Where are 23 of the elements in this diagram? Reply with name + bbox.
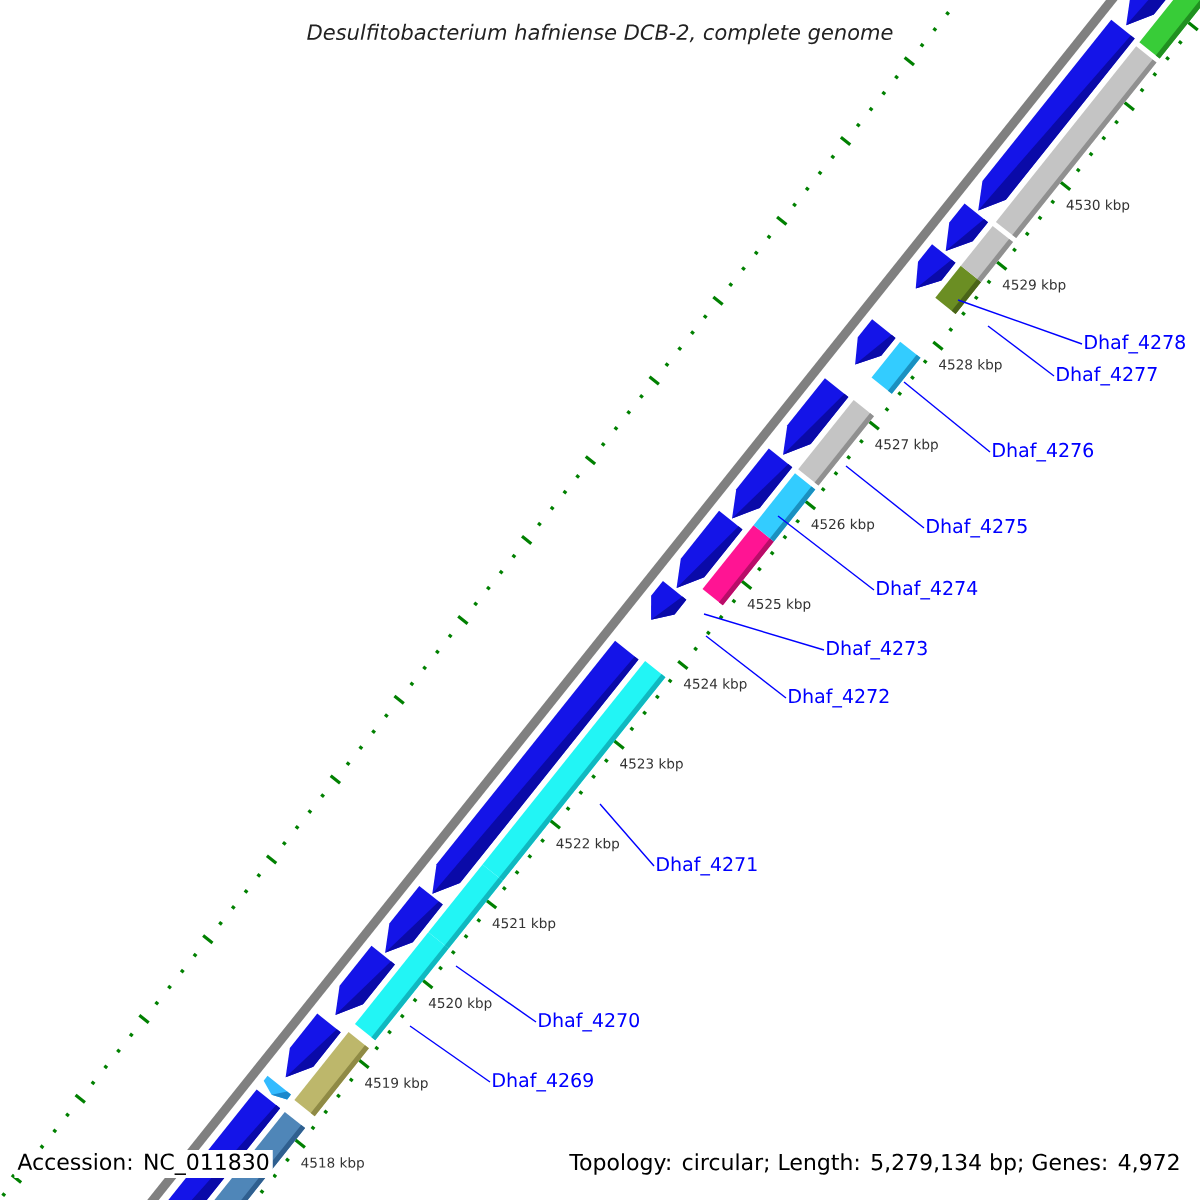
- accession-label: Accession: NC_011830: [17, 1153, 269, 1175]
- gene-label: Dhaf_4269: [493, 1072, 593, 1092]
- leader-line: [987, 325, 1055, 377]
- genome-info-label: Topology: circular; Length: 5,279,134 bp; Genes: 4,972: [569, 1153, 1179, 1175]
- leader-line: [845, 465, 925, 529]
- title: Desulfitobacterium hafniense DCB-2, complete genome: [307, 23, 893, 45]
- gene-label: Dhaf_4270: [539, 1012, 639, 1032]
- gene-label: Dhaf_4275: [927, 518, 1027, 538]
- gene-label: Dhaf_4277: [1057, 366, 1157, 386]
- gene-label: Dhaf_4276: [993, 442, 1094, 462]
- gene-label: Dhaf_4271: [657, 856, 757, 876]
- leader-line: [409, 1025, 491, 1083]
- gene-label: Dhaf_4274: [877, 580, 978, 600]
- leader-line: [455, 965, 537, 1023]
- gene-label: Dhaf_4272: [789, 688, 889, 708]
- leader-line: [599, 803, 655, 867]
- leader-line: [703, 613, 825, 651]
- leader-line: [705, 635, 787, 699]
- leader-line: [903, 381, 991, 453]
- gene-label: Dhaf_4273: [827, 640, 927, 660]
- leader-line: [957, 299, 1083, 345]
- leader-line: [777, 515, 875, 591]
- gene-label: Dhaf_4278: [1085, 334, 1185, 354]
